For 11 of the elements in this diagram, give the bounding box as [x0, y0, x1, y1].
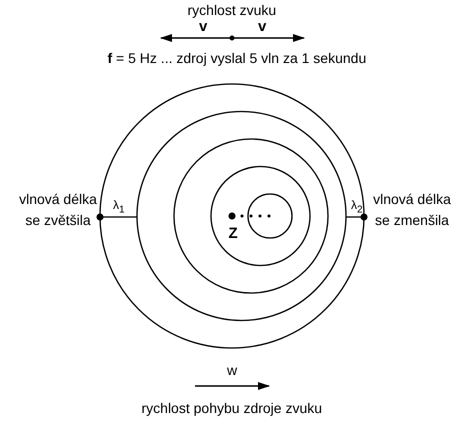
velocity-symbol: v: [258, 18, 266, 35]
velocity-symbol: v: [199, 18, 208, 35]
caption: rychlost zvuku: [188, 2, 276, 19]
wavelength-symbol: λ$_{2}$: [351, 197, 363, 218]
annotation: vlnová délka se zvětšila: [18, 190, 98, 230]
caption: rychlost pohybu zdroje zvuku: [142, 400, 322, 417]
annotation: vlnová délka se zmenšila: [372, 190, 452, 230]
formula-note: f = 5 Hz ... zdroj vyslal 5 vln za 1 sekundu: [108, 50, 366, 67]
velocity-symbol: w: [227, 362, 238, 379]
source-label: Z: [228, 225, 238, 242]
wavelength-symbol: λ$_{1}$: [113, 197, 125, 218]
